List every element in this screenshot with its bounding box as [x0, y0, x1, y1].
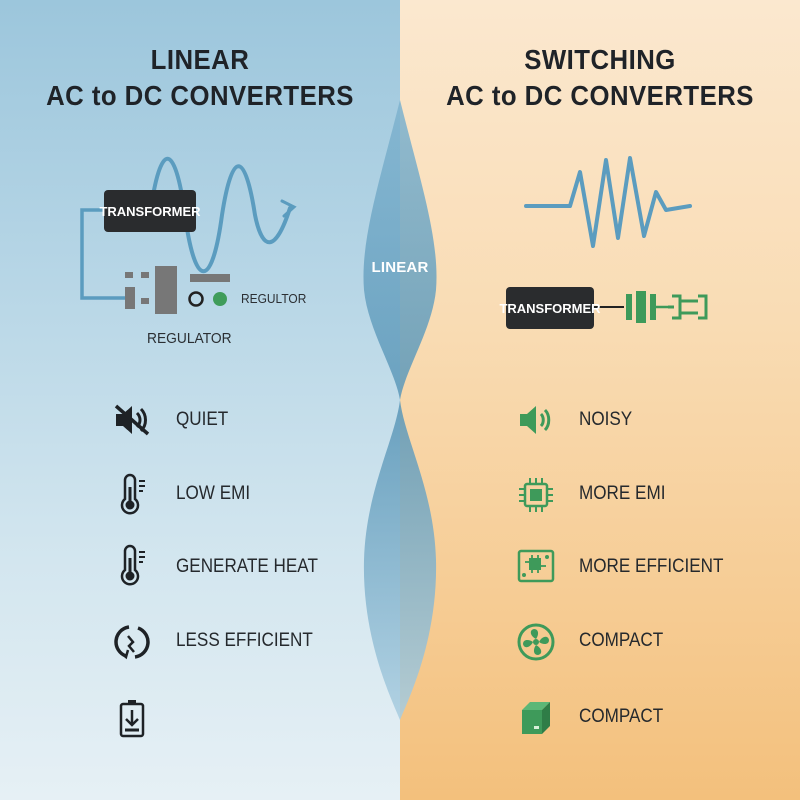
linear-feature-label: LESS EFFICIENT — [176, 630, 313, 651]
switching-circuit-diagram — [524, 156, 708, 323]
switching-panel — [400, 0, 800, 800]
fan-icon — [517, 623, 555, 661]
linear-feature-label: QUIET — [176, 409, 229, 430]
circuit-board-icon — [517, 549, 555, 583]
linear-feature-label: LOW EMI — [176, 483, 251, 504]
linear-title-line2: AC to DC CONVERTERS — [46, 80, 354, 111]
chip-icon — [519, 478, 553, 512]
thermometer-icon — [120, 473, 145, 515]
battery-download-icon — [119, 700, 145, 738]
switching-feature-label: MORE EFFICIENT — [579, 556, 724, 577]
switching-title-line1: SWITCHING — [524, 44, 676, 75]
thermometer-icon — [120, 544, 145, 586]
center-label: LINEAR — [371, 259, 429, 276]
linear-regulator-label: REGULATOR — [147, 330, 232, 347]
speaker-muted-icon — [114, 404, 150, 436]
switching-feature-label: COMPACT — [579, 630, 664, 651]
switching-title-line2: AC to DC CONVERTERS — [446, 80, 754, 111]
linear-regulator-side-label: REGULTOR — [241, 291, 307, 306]
switching-feature-label: NOISY — [579, 409, 633, 430]
linear-circuit-diagram — [80, 157, 297, 314]
linear-panel — [0, 0, 400, 800]
linear-title-line1: LINEAR — [150, 44, 250, 75]
switching-feature-label: MORE EMI — [579, 483, 666, 504]
box-icon — [522, 702, 550, 734]
switching-feature-label: COMPACT — [579, 706, 664, 727]
switching-transformer-box: TRANSFORMER — [499, 287, 601, 329]
linear-feature-label: GENERATE HEAT — [176, 556, 318, 577]
linear-transformer-box: TRANSFORMER — [99, 190, 201, 232]
broken-refresh-icon — [114, 625, 150, 660]
speaker-loud-icon — [520, 406, 551, 434]
